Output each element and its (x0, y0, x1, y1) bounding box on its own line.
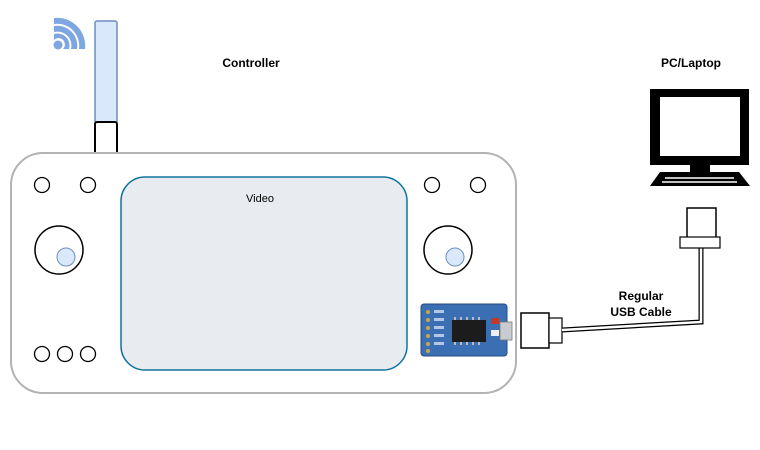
video-screen (120, 176, 408, 371)
usb-cable-label-line2: USB Cable (610, 305, 672, 319)
bottom-left-buttons (33, 345, 97, 363)
top-right-buttons (423, 176, 487, 194)
video-label: Video (246, 193, 274, 205)
usb-cable-label: Regular USB Cable (590, 288, 692, 320)
antenna (94, 20, 118, 155)
usb-cable-label-line1: Regular (618, 289, 664, 303)
usb-plug-controller (520, 312, 563, 349)
computer-monitor-icon (650, 89, 750, 186)
right-joystick (423, 225, 473, 275)
controller-label: Controller (222, 56, 280, 70)
usb-ttl-board-icon (420, 303, 513, 357)
top-left-buttons (33, 176, 97, 194)
left-joystick (34, 225, 84, 275)
wifi-icon (53, 17, 86, 50)
usb-plug-pc (679, 207, 721, 249)
pc-laptop-label: PC/Laptop (661, 56, 721, 70)
